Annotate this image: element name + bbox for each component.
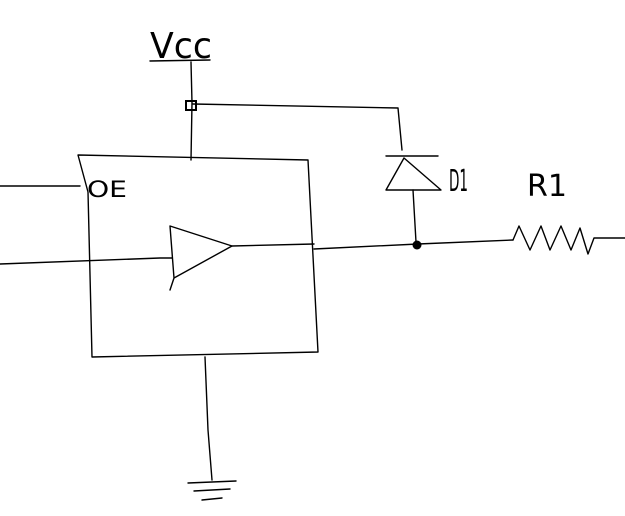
ground-symbol [187,480,237,501]
output-enable-label: OE [87,178,127,203]
diode-d1-label-letter: D1 [449,164,468,199]
vcc-junction-node [185,100,197,111]
data-input-wire [0,257,173,265]
buffer-internal-output-wire [231,243,315,247]
buffer-ic-box [77,154,319,358]
resistor-r1-label: R1 [527,169,567,204]
vcc-to-diode-wire [192,103,403,151]
vcc-underline [149,59,211,62]
vcc-label: Vcc [149,26,212,67]
diode-triangle [385,157,442,191]
ground-wire [204,356,213,481]
buffer-triangle-symbol [169,225,233,291]
output-junction-node [412,240,422,250]
diode-anode-wire [412,189,417,243]
resistor-r1-zigzag [512,225,625,255]
vcc-rail-wire [190,61,193,161]
diode-d1-symbol [385,155,442,243]
